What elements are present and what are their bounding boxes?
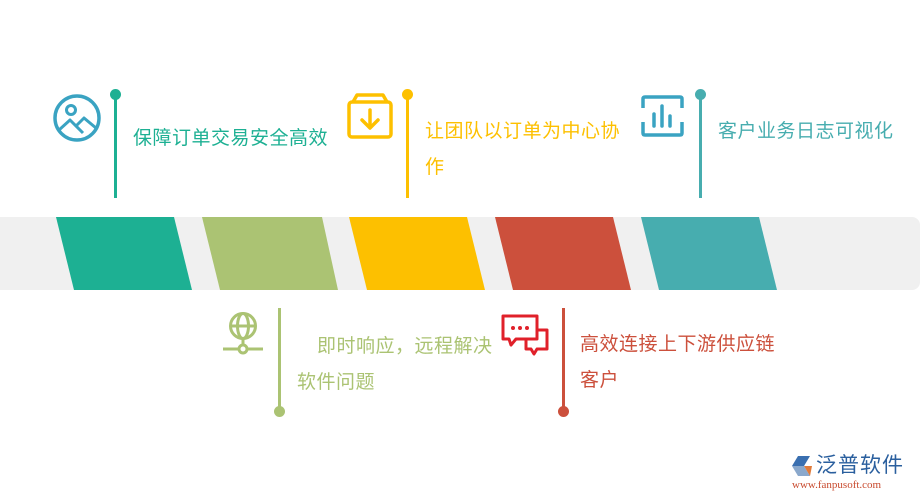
timeline-line [562, 308, 565, 411]
chat-bubbles-icon [501, 314, 549, 356]
timeline-line [114, 95, 117, 198]
segment-yellow [349, 217, 485, 290]
logo-url: www.fanpusoft.com [792, 479, 882, 491]
image-icon [53, 94, 101, 142]
feature-label-line: 客户 [580, 369, 620, 391]
download-box-icon [347, 93, 393, 139]
feature-label-line: 作 [425, 156, 445, 178]
segment-teal [56, 217, 192, 290]
segment-red [495, 217, 631, 290]
feature-label-line: 软件问题 [297, 371, 376, 393]
timeline-dot [695, 89, 706, 100]
feature-label: 让团队以订单为中心协 作 [425, 113, 620, 185]
logo-title: 泛普软件 [816, 453, 904, 477]
brand-logo: 泛普软件 www.fanpusoft.com [790, 452, 915, 496]
segment-cyan [641, 217, 777, 290]
timeline-dot [402, 89, 413, 100]
timeline-dot [274, 406, 285, 417]
timeline-line [699, 95, 702, 198]
feature-label: 即时响应，远程解决 软件问题 [297, 328, 493, 400]
globe-network-icon [223, 312, 263, 355]
feature-label: 高效连接上下游供应链 客户 [580, 326, 775, 398]
bar-chart-icon [641, 95, 684, 137]
timeline-line [278, 308, 281, 411]
feature-label-line: 即时响应，远程解决 [317, 335, 493, 357]
timeline-line [406, 95, 409, 198]
segment-green [202, 217, 338, 290]
feature-label: 保障订单交易安全高效 [133, 127, 329, 149]
logo-mark-icon [792, 456, 812, 476]
timeline-dot [110, 89, 121, 100]
feature-label: 客户业务日志可视化 [718, 120, 894, 142]
feature-label-line: 让团队以订单为中心协 [425, 120, 621, 142]
timeline-dot [558, 406, 569, 417]
timeline-segments [56, 217, 777, 290]
feature-label-line: 高效连接上下游供应链 [580, 333, 776, 355]
